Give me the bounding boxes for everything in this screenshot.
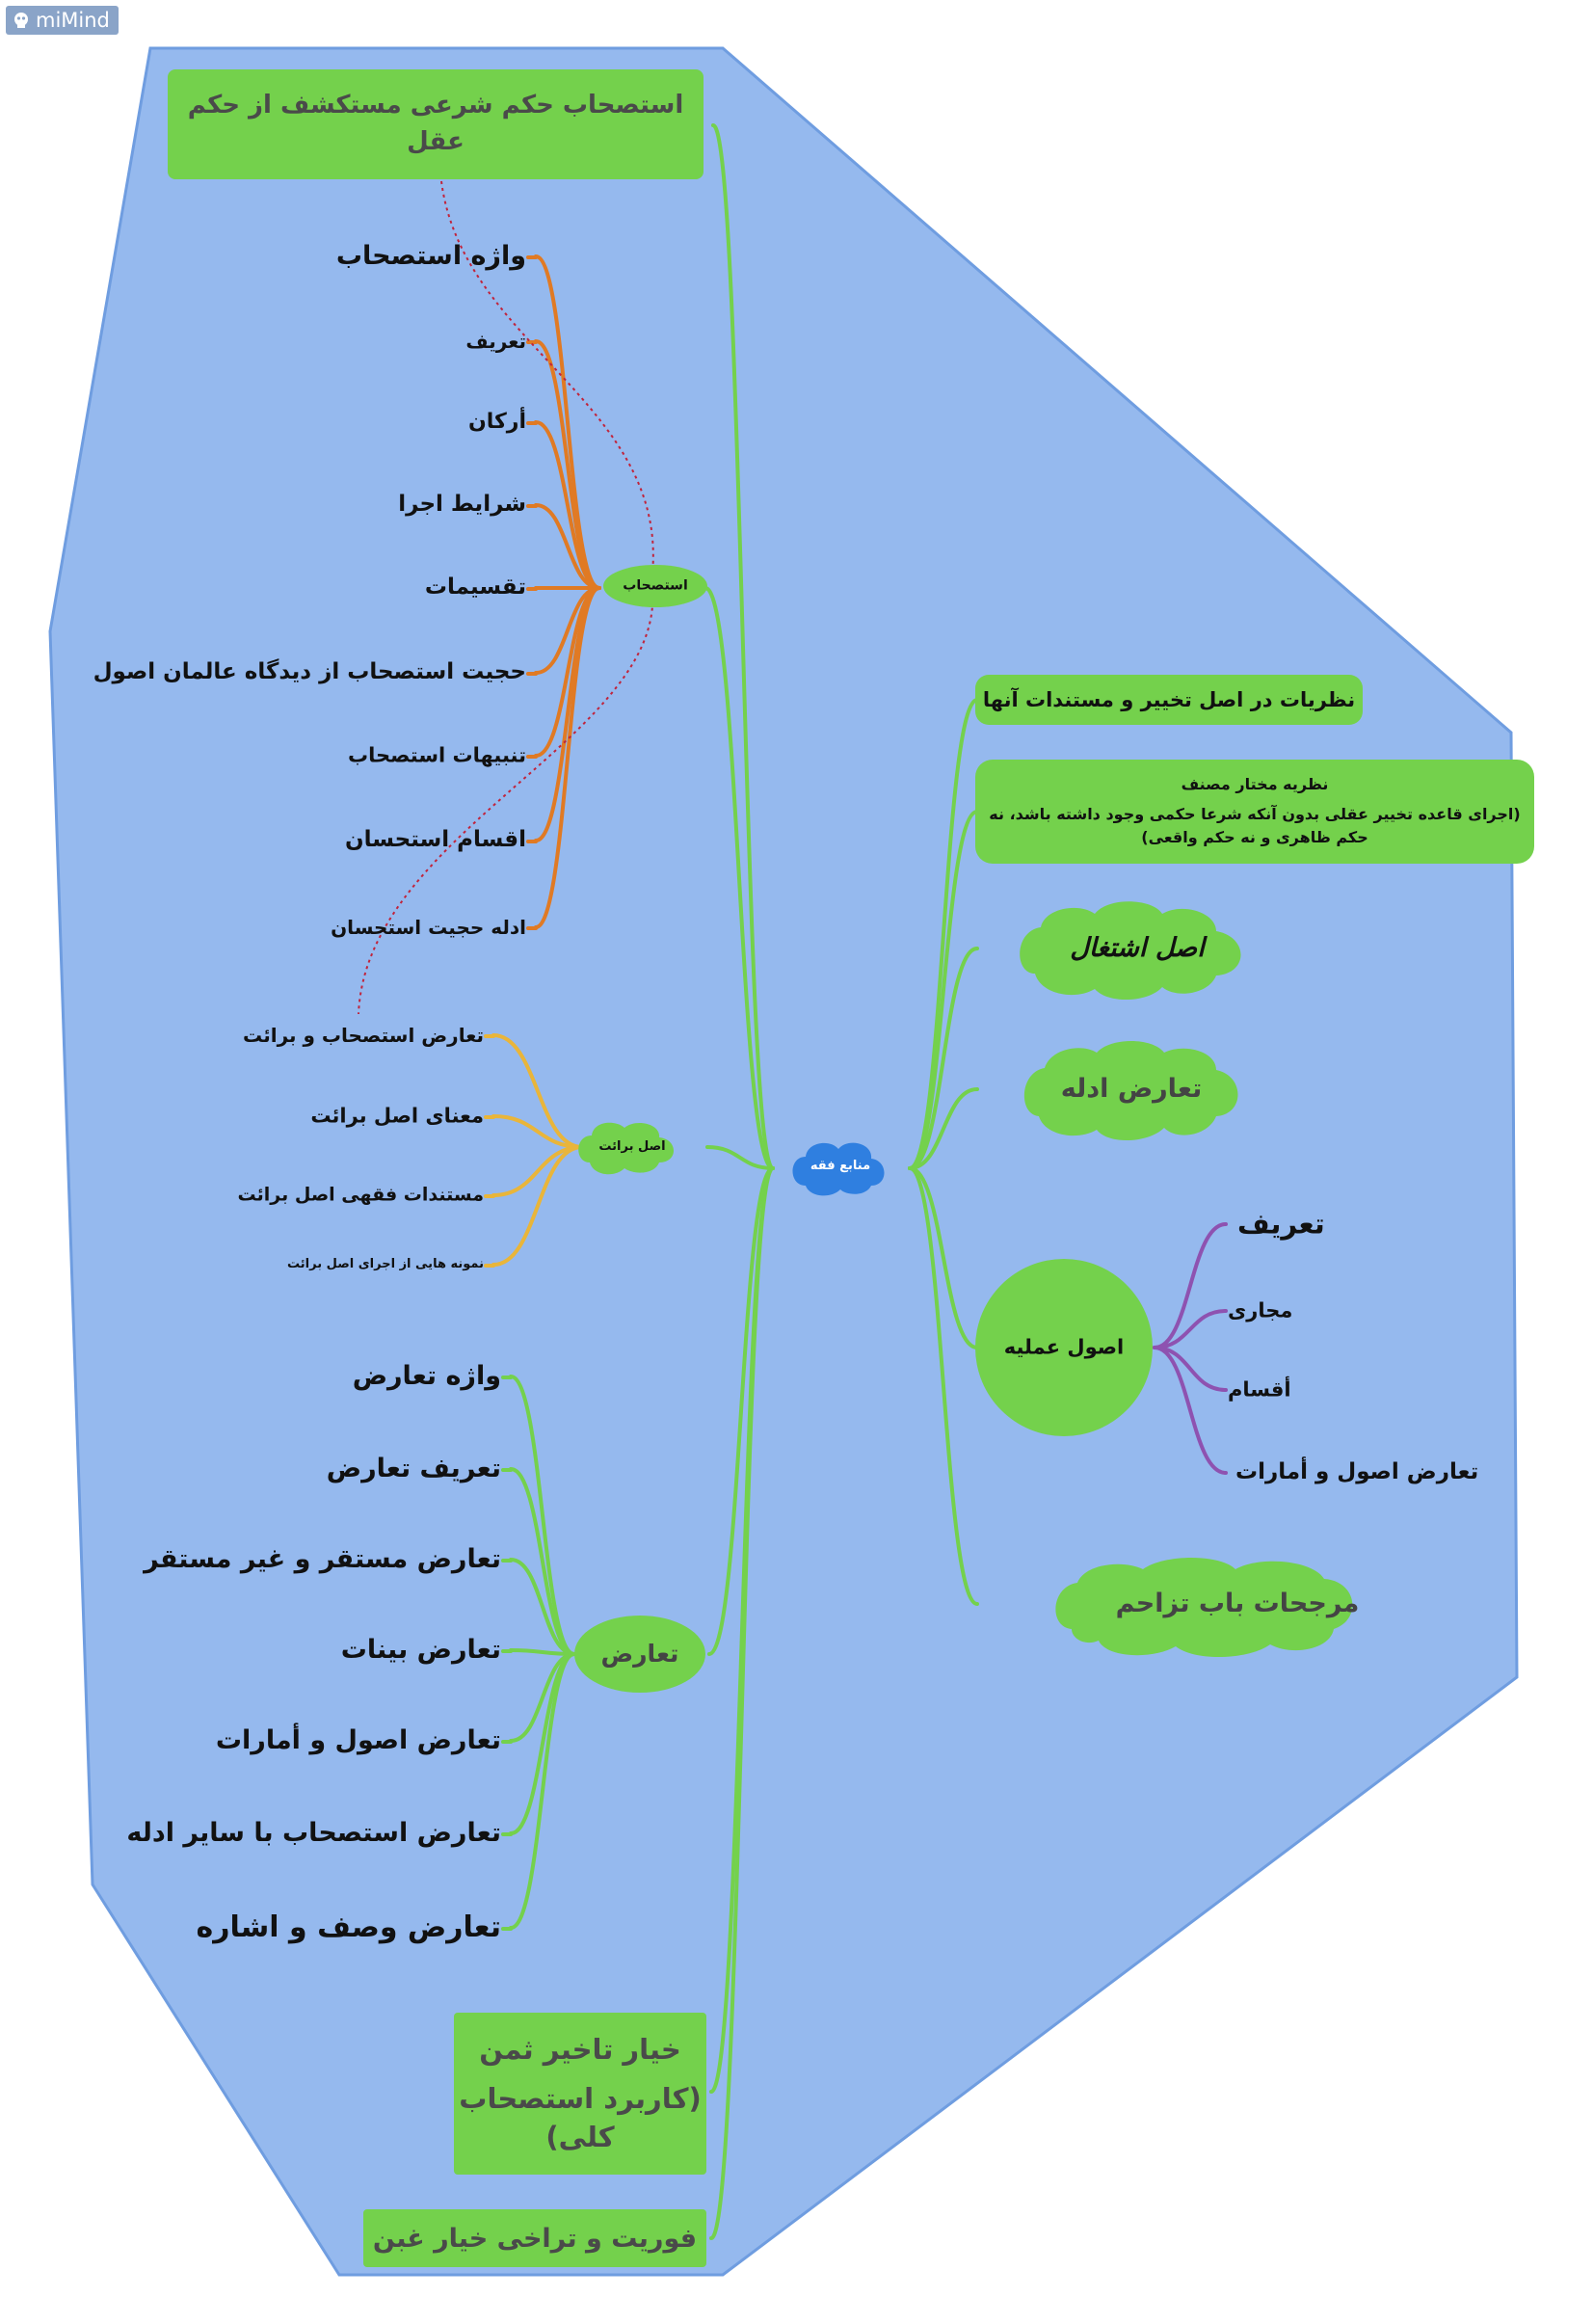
topic-taarod-adelleh[interactable]: تعارض ادله [1060, 1073, 1203, 1104]
baraat-edge-2 [491, 1114, 584, 1149]
topic-fouriyat[interactable]: فوریت و تراخی خیار غبن [363, 2209, 706, 2267]
baraat-child-2[interactable]: معنای اصل برائت [310, 1104, 484, 1128]
khiyar-line-2: (کاربرد استصحاب [459, 2082, 702, 2116]
istishab-edge-2 [534, 339, 601, 590]
taarod-adelleh-cloud [1023, 1041, 1238, 1141]
baraat-edge-1 [491, 1033, 584, 1149]
baraat-child-4[interactable]: نمونه هایی از اجرای اصل برائت [287, 1257, 484, 1272]
istishab-child-9[interactable]: ادله حجیت استحسان [331, 916, 526, 939]
istishab-child-8[interactable]: اقسام استحسان [345, 827, 526, 853]
istishab-edge-3 [534, 420, 601, 590]
osool-circle [975, 1259, 1153, 1436]
taarod-edge-2 [509, 1467, 576, 1656]
istishab-child-2[interactable]: تعریف [465, 330, 526, 353]
main-branch-left-3 [705, 1145, 775, 1170]
badge-label: miMind [36, 9, 110, 32]
mimind-logo-icon [14, 13, 28, 28]
root-cloud [792, 1142, 885, 1196]
osool-edge-1 [1153, 1222, 1228, 1349]
taarod-child-3[interactable]: تعارض مستقر و غیر مستقر [144, 1543, 501, 1574]
istishab-child-4[interactable]: شرایط اجرا [398, 492, 526, 518]
root-label[interactable]: منابع فقه [810, 1159, 871, 1174]
main-branch-left-6 [709, 1166, 775, 2240]
taarod-child-4[interactable]: تعارض بینات [340, 1634, 501, 1665]
taarod-child-1[interactable]: واژه تعارض [352, 1360, 501, 1391]
topic-mokhtar[interactable]: نظریه مختار مصنف (اجرای قاعده تخییر عقلی… [975, 760, 1534, 864]
taarod-edge-1 [509, 1375, 576, 1656]
topic-nazariyat[interactable]: نظریات در اصل تخییر و مستندات آنها [975, 675, 1363, 725]
osool-child-1[interactable]: تعریف [1237, 1207, 1325, 1241]
baraat-cloud [578, 1122, 674, 1175]
istishab-ellipse [603, 565, 707, 607]
morajjehat-cloud [1055, 1558, 1353, 1658]
taarod-child-2[interactable]: تعریف تعارض [326, 1453, 501, 1483]
osool-edge-2 [1153, 1309, 1228, 1349]
baraat-edge-4 [491, 1145, 584, 1267]
branch-lines [484, 123, 1228, 2240]
mimind-badge[interactable]: miMind [6, 6, 119, 35]
main-branch-left-4 [707, 1166, 775, 1656]
topic-line-2: عقل [407, 127, 465, 156]
osool-edge-4 [1153, 1346, 1228, 1475]
topic-eshteghal[interactable]: اصل اشتغال [1070, 932, 1205, 963]
taarod-child-7[interactable]: تعارض وصف و اشاره [196, 1910, 501, 1944]
istishab-child-1[interactable]: واژه استصحاب [335, 240, 526, 271]
main-branch-right-2 [908, 810, 979, 1170]
node-baraat[interactable]: اصل برائت [598, 1139, 666, 1155]
fouriyat-label: فوریت و تراخی خیار غبن [372, 2223, 698, 2254]
node-istishab[interactable]: استصحاب [623, 577, 688, 594]
istishab-edge-4 [534, 503, 601, 590]
khiyar-line-3: کلی) [545, 2120, 615, 2153]
main-branch-right-6 [908, 1166, 979, 1606]
osool-child-4[interactable]: تعارض اصول و أمارات [1235, 1459, 1479, 1485]
taarod-edge-5 [509, 1652, 576, 1743]
baraat-child-1[interactable]: تعارض استصحاب و برائت [243, 1024, 484, 1047]
topic-line-1: استصحاب حکم شرعی مستکشف از حکم [187, 91, 684, 120]
taarod-edge-3 [509, 1558, 576, 1656]
khiyar-line-1: خیار تاخیر ثمن [479, 2033, 681, 2067]
istishab-child-3[interactable]: أرکان [467, 409, 526, 434]
istishab-child-6[interactable]: حجیت استصحاب از دیدگاه عالمان اصول [93, 659, 526, 685]
node-shapes [574, 565, 1353, 1693]
node-taarod[interactable]: تعارض [600, 1640, 679, 1668]
baraat-child-3[interactable]: مستندات فقهی اصل برائت [237, 1184, 484, 1206]
taarod-child-6[interactable]: تعارض استصحاب با سایر ادله [126, 1817, 501, 1848]
osool-child-3[interactable]: أقسام [1228, 1377, 1291, 1402]
osool-edge-3 [1153, 1346, 1228, 1392]
mokhtar-line-2: حکم ظاهری و نه حکم واقعی) [1141, 828, 1368, 847]
istishab-child-7[interactable]: تنبیهات استصحاب [347, 743, 526, 767]
mokhtar-line-1: (اجرای قاعده تخییر عقلی بدون آنکه شرعا ح… [989, 804, 1521, 823]
istishab-edge-9 [534, 586, 601, 929]
taarod-child-5[interactable]: تعارض اصول و أمارات [215, 1724, 501, 1755]
mokhtar-title: نظریه مختار مصنف [1181, 774, 1329, 793]
main-branch-right-5 [908, 1166, 979, 1349]
eshteghal-cloud [1020, 901, 1241, 1001]
topic-khiyar-takhir[interactable]: خیار تاخیر ثمن (کاربرد استصحاب کلی) [454, 2013, 706, 2175]
main-branch-right-4 [908, 1087, 979, 1170]
taarod-edge-7 [509, 1652, 576, 1930]
background-region [48, 46, 1519, 2277]
istishab-child-5[interactable]: تقسیمات [424, 574, 526, 601]
topic-istishab-aqli[interactable]: استصحاب حکم شرعی مستکشف از حکم عقل [168, 69, 704, 179]
taarod-ellipse [574, 1616, 705, 1693]
main-branch-left-2 [704, 586, 775, 1170]
main-branch-right-3 [908, 947, 979, 1170]
topic-osool-amaliyeh[interactable]: اصول عملیه [1003, 1335, 1125, 1359]
taarod-edge-4 [509, 1648, 576, 1656]
nazariyat-label: نظریات در اصل تخییر و مستندات آنها [982, 688, 1356, 711]
main-branch-left-1 [711, 123, 775, 1170]
osool-child-2[interactable]: مجاری [1228, 1298, 1293, 1322]
topic-morajjehat[interactable]: مرجحات باب تزاحم [1115, 1588, 1360, 1618]
